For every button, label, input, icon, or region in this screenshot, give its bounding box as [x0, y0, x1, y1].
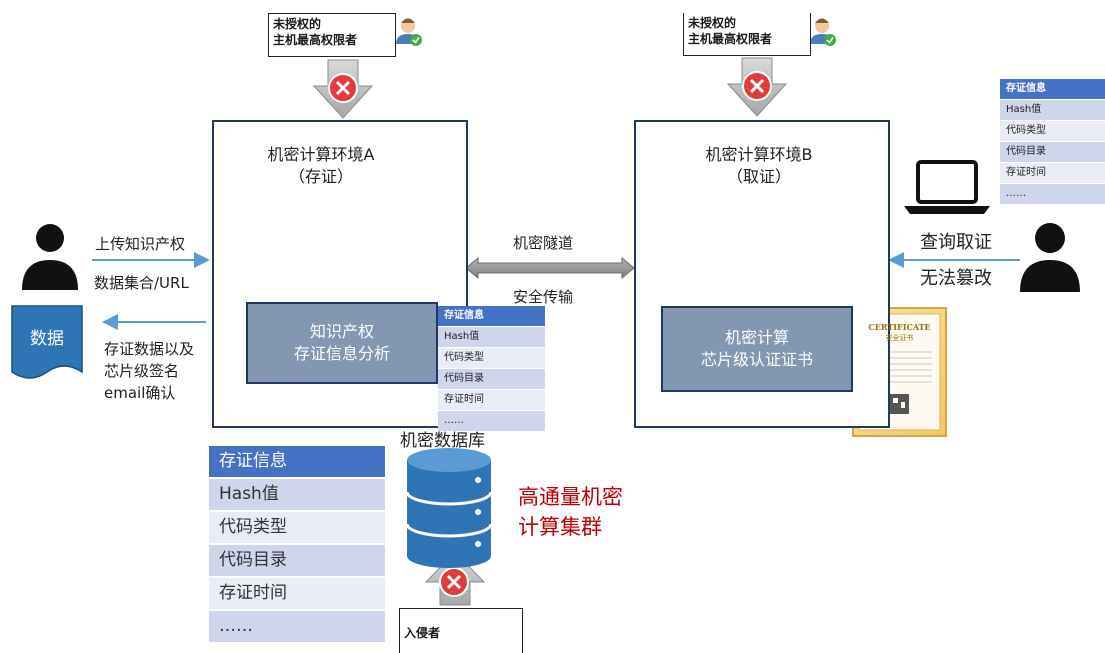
- database-label: 机密数据库: [400, 431, 485, 451]
- env-a-doc-label: 数据 存证: [230, 244, 292, 288]
- env-b-doc-label: 数据: [680, 257, 714, 277]
- cert-line: 机密计算: [724, 328, 789, 347]
- env-b-subtitle: （取证）: [726, 167, 791, 186]
- intruder-label: 入侵者: [404, 626, 441, 640]
- chip-cert-box: 机密计算 芯片级认证证书: [661, 306, 853, 392]
- user-icon-left: [22, 224, 78, 290]
- unauthorized-admin-badge-b: 未授权的 主机最高权限者: [683, 13, 811, 56]
- info-list-small-b: 存证信息 Hash值 代码类型 代码目录 存证时间 ……: [1000, 79, 1105, 205]
- list-header: 存证信息: [209, 446, 385, 479]
- list-item: 代码类型: [1000, 121, 1105, 142]
- analysis-line: 知识产权: [309, 322, 374, 341]
- return-label: 存证数据以及 芯片级签名 email确认: [104, 338, 194, 404]
- list-item: 代码类型: [209, 512, 385, 545]
- doc-label-line: 数据: [244, 245, 278, 265]
- list-item: ……: [1000, 184, 1105, 205]
- admin-avatar-icon: [810, 18, 836, 46]
- list-item: 代码类型: [438, 348, 545, 369]
- cluster-line: 高通量机密: [518, 485, 623, 509]
- left-doc-label: 数据: [30, 329, 64, 349]
- badge-line: 主机最高权限者: [273, 33, 358, 47]
- intruder-badge: 入侵者: [399, 608, 523, 653]
- doc-label-line: 存证: [244, 267, 278, 287]
- document-shape-left: [11, 305, 83, 379]
- badge-line: 未授权的: [688, 16, 737, 30]
- upload-label: 上传知识产权: [95, 235, 186, 253]
- laptop-icon: [904, 160, 990, 214]
- list-item: 代码目录: [209, 545, 385, 578]
- list-item: 存证时间: [209, 578, 385, 611]
- list-item: 代码目录: [438, 369, 545, 390]
- deny-icon: [742, 71, 772, 101]
- list-item: 存证时间: [1000, 163, 1105, 184]
- env-a-title: 机密计算环境A （存证）: [246, 144, 396, 188]
- return-line: email确认: [104, 384, 176, 402]
- list-item: Hash值: [1000, 100, 1105, 121]
- unauthorized-admin-badge-a: 未授权的 主机最高权限者: [268, 13, 396, 57]
- tamper-label: 无法篡改: [920, 268, 992, 289]
- list-item: 代码目录: [1000, 142, 1105, 163]
- list-header: 存证信息: [1000, 79, 1105, 100]
- list-item: 存证时间: [438, 390, 545, 411]
- query-label: 查询取证: [920, 232, 992, 253]
- info-list-small-a: 存证信息 Hash值 代码类型 代码目录 存证时间 ……: [438, 306, 545, 432]
- return-line: 存证数据以及: [104, 340, 195, 358]
- tunnel-double-arrow: [465, 256, 635, 280]
- badge-line: 未授权的: [273, 17, 322, 31]
- database-icon: [405, 448, 493, 568]
- cluster-line: 计算集群: [518, 515, 602, 539]
- env-a-title-text: 机密计算环境A: [267, 145, 375, 164]
- deny-icon: [328, 73, 358, 103]
- user-icon-right: [1020, 223, 1080, 292]
- env-b-title: 机密计算环境B （取证）: [684, 144, 834, 188]
- admin-avatar-icon: [396, 18, 422, 46]
- deny-icon: [439, 567, 469, 597]
- list-header: 存证信息: [438, 306, 545, 327]
- badge-line: 主机最高权限者: [688, 32, 773, 46]
- return-line: 芯片级签名: [104, 362, 180, 380]
- dataset-label: 数据集合/URL: [94, 274, 189, 292]
- ip-analysis-box: 知识产权 存证信息分析: [246, 302, 438, 384]
- certificate-title: CERTIFICATE: [868, 322, 931, 332]
- cluster-label: 高通量机密 计算集群: [518, 482, 623, 542]
- info-list-large: 存证信息 Hash值 代码类型 代码目录 存证时间 ……: [209, 446, 385, 644]
- env-b-title-text: 机密计算环境B: [705, 145, 813, 164]
- secure-transfer-label: 安全传输: [513, 288, 574, 306]
- env-a-subtitle: （存证）: [288, 167, 353, 186]
- tunnel-label: 机密隧道: [513, 234, 574, 252]
- analysis-line: 存证信息分析: [293, 344, 390, 363]
- list-item: ……: [438, 411, 545, 432]
- cert-line: 芯片级认证证书: [700, 350, 813, 369]
- certificate-subtitle: 安全证书: [885, 334, 914, 342]
- list-item: Hash值: [209, 479, 385, 512]
- list-item: Hash值: [438, 327, 545, 348]
- list-item: ……: [209, 611, 385, 644]
